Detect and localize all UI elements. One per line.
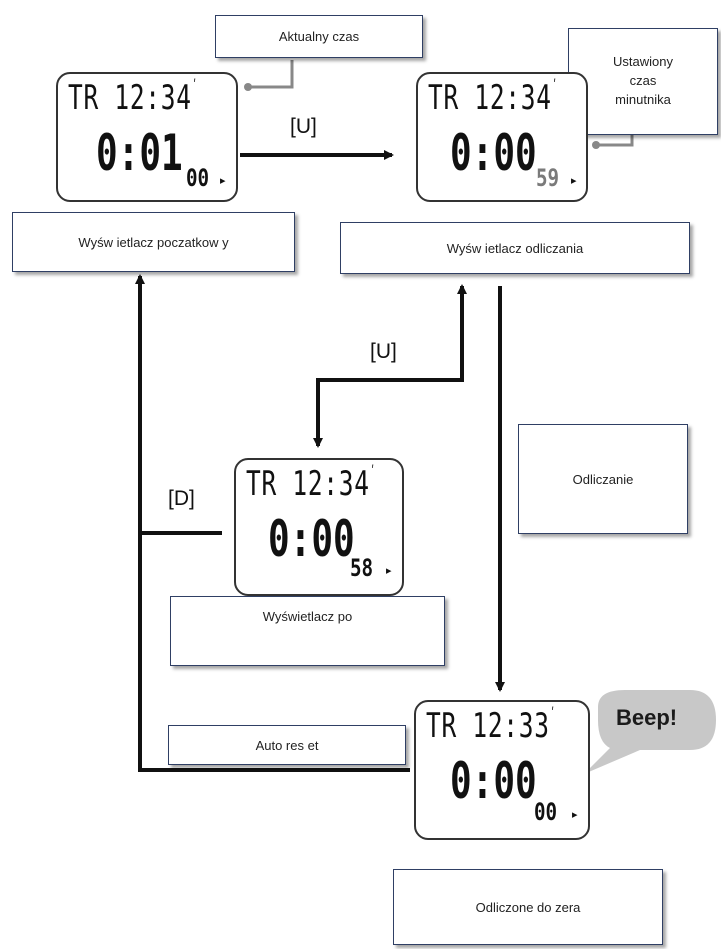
label-counted-to-zero-text: Odliczone do zera (475, 899, 581, 915)
lcd-countdown-top: TR 12:34 (428, 78, 552, 118)
label-current-time: Aktualny czas (215, 15, 423, 58)
pointer-current-time (248, 60, 294, 89)
lcd-initial-top: TR 12:34 (68, 78, 192, 118)
lcd-countdown-main: 0:00 (450, 124, 537, 182)
edge-label-d: [D] (168, 487, 195, 510)
label-initial-display: Wyśw ietlacz poczatkow y (12, 212, 295, 272)
edge-label-u-mid: [U] (370, 340, 397, 363)
edge-label-u-top: [U] (290, 115, 317, 138)
lcd-zero: TR 12:33ʹ 0:00 00 ▸ (414, 700, 590, 840)
beep-bubble (584, 690, 716, 774)
lcd-paused-sub: 58 (350, 554, 374, 582)
beep-text: Beep! (616, 705, 678, 730)
pointer-set-time (596, 135, 634, 147)
lcd-paused-top: TR 12:34 (246, 464, 370, 504)
label-initial-display-text: Wyśw ietlacz poczatkow y (78, 234, 229, 250)
pointer-dot-current-time (244, 83, 252, 91)
label-auto-reset-text: Auto res et (255, 737, 319, 753)
lcd-initial: TR 12:34ʹ 0:01 00 ▸ (56, 72, 238, 202)
lcd-countdown-sub: 59 (536, 164, 560, 192)
lcd-initial-main: 0:01 (96, 124, 183, 182)
lcd-countdown-marker-icon: ▸ (571, 175, 577, 187)
lcd-paused-marker-icon: ▸ (386, 565, 392, 577)
label-set-timer-line2: czas (629, 73, 657, 89)
label-countdown-display-text: Wyśw ietlacz odliczania (446, 240, 584, 256)
lcd-zero-sub: 00 (534, 798, 558, 826)
lcd-countdown: TR 12:34ʹ 0:00 59 ▸ (416, 72, 588, 202)
lcd-paused: TR 12:34ʹ 0:00 58 ▸ (234, 458, 404, 596)
label-current-time-text: Aktualny czas (278, 29, 360, 44)
label-counting: Odliczanie (518, 424, 688, 534)
label-display-after: Wyświetlacz po (170, 596, 445, 666)
lcd-initial-sub: 00 (186, 164, 210, 192)
label-set-timer: Ustawiony czas minutnika (568, 28, 718, 135)
label-set-timer-line3: minutnika (615, 91, 671, 107)
pointer-dot-set-time (592, 141, 600, 149)
lcd-initial-marker-icon: ▸ (220, 175, 226, 187)
lcd-zero-marker-icon: ▸ (572, 809, 578, 821)
label-countdown-display: Wyśw ietlacz odliczania (340, 222, 690, 274)
label-auto-reset: Auto res et (168, 725, 406, 765)
lcd-zero-top: TR 12:33 (426, 706, 550, 746)
label-set-timer-line1: Ustawiony (613, 54, 673, 70)
label-counted-to-zero: Odliczone do zera (393, 869, 663, 945)
label-display-after-text: Wyświetlacz po (262, 609, 353, 624)
arrow-u-mid-path (316, 284, 467, 445)
label-counting-text: Odliczanie (572, 471, 634, 487)
lcd-paused-main: 0:00 (268, 510, 355, 568)
lcd-zero-main: 0:00 (450, 752, 537, 810)
